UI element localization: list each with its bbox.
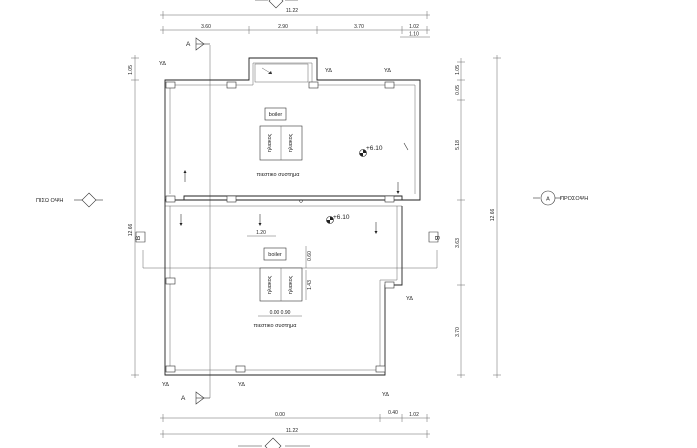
column [384,81,395,89]
column-tags: ΥΔ ΥΔ ΥΔ ΥΔ ΥΔ ΥΔ ΥΔ [159,61,413,398]
section-b-label-left: B [135,236,142,240]
column-tag: ΥΔ [162,382,169,388]
section-label-top: A [186,41,191,48]
columns [165,81,395,373]
section-b-label-right: B [433,236,440,240]
rear-elevation-marker: ΠΙΣΩ ΟΨΗ [36,192,103,208]
lower-boiler-box [263,247,287,261]
column [235,365,246,373]
slope-arrows [179,142,409,234]
left-dimension-top: 1.05 [128,65,134,75]
top-dimension-3: 3.70 [354,24,364,30]
top-dimension-4: 1.02 [409,24,419,30]
section-line-a: A A [181,37,211,405]
upper-level-value: +6.10 [366,145,383,152]
slope-arrow [374,222,378,234]
column [226,81,237,89]
lower-dim-width: 1.20 [256,230,266,236]
slope-arrow [403,142,409,151]
rear-elevation-label: ΠΙΣΩ ΟΨΗ [36,198,63,204]
column-tag: ΥΔ [238,382,245,388]
front-elevation-marker-letter: A [546,197,550,203]
column [384,195,395,203]
upper-panel-label-2: ηλιακος [288,133,294,152]
upper-boiler-label: boiler [269,112,283,118]
column [165,277,176,285]
upper-system-label: πιεστικο συστημα [257,172,301,178]
top-elevation-marker [255,0,298,9]
bottom-dimension-1: 0.00 [275,412,285,418]
top-dimension-5: 1.10 [409,32,419,38]
top-dimensions: 11.22 3.60 2.90 3.70 1.02 1.10 [160,0,430,38]
lower-panel-label-2: ηλιακος [288,275,294,294]
front-elevation-label: ΠΡΟΣΟΨΗ [560,196,588,202]
slope-arrow [179,214,183,226]
right-dimension-2: 5.18 [455,140,461,150]
column [165,195,176,203]
upper-boiler-box [264,107,287,121]
lower-dim-base: 0.00 0.90 [270,310,291,316]
top-overall-dimension: 11.22 [286,8,298,14]
right-dimension-4: 3.70 [455,327,461,337]
lower-boiler-label: boiler [268,252,282,258]
left-overall-dimension: 12.66 [128,224,134,237]
lower-level-value: +6.10 [333,214,350,221]
left-dimensions: 1.05 12.66 [128,55,139,378]
drain-point [299,199,303,203]
lower-system-label: πιεστικο συστημα [254,323,298,329]
bottom-overall-dimension: 11.22 [286,428,298,434]
column [226,195,237,203]
slope-arrow [396,182,400,194]
top-dimension-1: 3.60 [201,24,211,30]
lower-solar-unit: 1.20 boiler 0.60 ηλιακος ηλιακος 1.43 0.… [247,230,313,329]
right-dimension-0: 0.05 [455,85,461,95]
column-tag: ΥΔ [159,61,166,67]
lower-dim-gap: 0.60 [307,251,313,261]
right-dimensions: 1.05 0.05 5.18 3.63 3.70 12.66 [455,55,501,378]
column-tag: ΥΔ [325,68,332,74]
lower-level-marker: +6.10 [326,214,350,224]
upper-panel-label-1: ηλιακος [267,133,273,152]
building-outline [164,57,421,376]
bottom-dimensions: 0.00 0.40 1.02 11.22 [160,410,430,448]
slope-arrow [183,170,187,182]
top-dimension-2: 2.90 [278,24,288,30]
bottom-dimension-3: 1.02 [409,412,419,418]
section-line-b: B B [135,231,440,269]
upper-level-marker: +6.10 [359,145,383,157]
front-elevation-marker: A ΠΡΟΣΟΨΗ [533,190,588,206]
section-label-bottom: A [181,395,186,402]
column-tag: ΥΔ [406,296,413,302]
bottom-dimension-2: 0.40 [388,410,398,416]
bottom-elevation-marker [238,437,310,448]
right-dimension-1: 1.05 [455,65,461,75]
column [384,281,395,289]
right-overall-dimension: 12.66 [490,209,496,222]
lower-panel-label-1: ηλιακος [267,275,273,294]
column [165,81,176,89]
column-tag: ΥΔ [382,392,389,398]
column-tag: ΥΔ [384,68,391,74]
slope-arrow [258,214,262,226]
upper-solar-unit: boiler ηλιακος ηλιακος πιεστικο συστημα [257,107,303,178]
right-dimension-3: 3.63 [455,238,461,248]
lower-dim-height: 1.43 [307,280,313,290]
column [375,365,386,373]
column [308,81,319,89]
column [165,365,176,373]
